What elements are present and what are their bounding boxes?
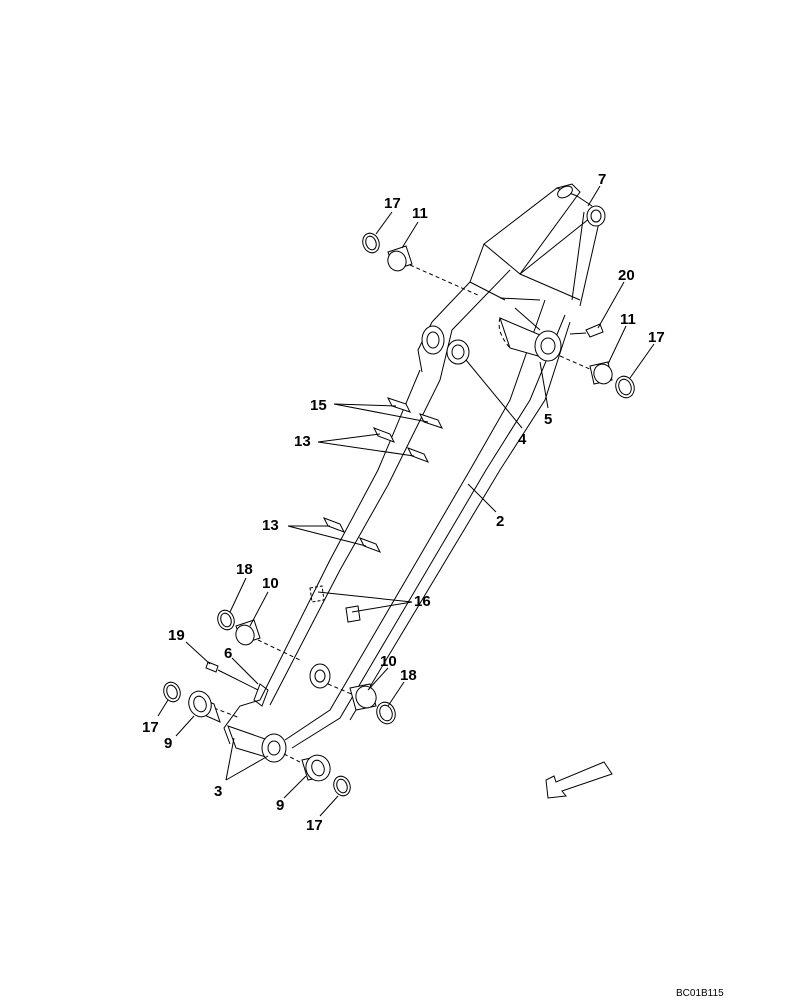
assembly-lines (213, 264, 593, 765)
callout-9: 9 (276, 797, 284, 814)
callout-9: 9 (164, 735, 172, 752)
grease-fitting-20 (569, 323, 604, 338)
flanged-bushing-9-right (301, 754, 331, 782)
callout-17: 17 (648, 329, 665, 346)
direction-arrow-icon (545, 761, 613, 799)
seal-ring-18-left (217, 609, 235, 631)
seal-ring-18-right (376, 701, 396, 725)
callout-17: 17 (142, 719, 159, 736)
callout-10: 10 (380, 653, 397, 670)
callout-11: 11 (412, 205, 428, 222)
callout-4: 4 (518, 431, 527, 448)
callout-18: 18 (236, 561, 253, 578)
callout-6: 6 (224, 645, 232, 662)
clamps-13-upper (372, 427, 430, 463)
seal-ring-17-top (362, 232, 380, 254)
callout-5: 5 (544, 411, 552, 428)
callout-2: 2 (496, 513, 504, 530)
callout-19: 19 (168, 627, 185, 644)
callout-13: 13 (262, 517, 279, 534)
callout-labels: 7 17 11 20 11 17 5 4 15 13 2 13 18 10 16… (142, 171, 665, 834)
callout-17: 17 (384, 195, 401, 212)
callout-7: 7 (598, 171, 606, 188)
bushing-11-top (387, 245, 413, 272)
bushing-10-right (349, 683, 377, 711)
seal-ring-17-bottom (333, 775, 351, 797)
callout-17: 17 (306, 817, 323, 834)
clamps-13-lower (322, 517, 382, 553)
callout-16: 16 (414, 593, 431, 610)
plates-16 (309, 585, 361, 623)
seal-ring-17-right (615, 375, 635, 399)
callout-10: 10 (262, 575, 279, 592)
flanged-bushing-9-left (188, 690, 221, 723)
clamps-15 (387, 397, 443, 429)
callout-11: 11 (620, 311, 636, 328)
figure-code: BC01B115 (676, 988, 724, 999)
callout-15: 15 (310, 397, 327, 414)
callout-20: 20 (618, 267, 635, 284)
callout-13: 13 (294, 433, 311, 450)
seal-ring-17-left (163, 681, 181, 703)
bushing-11-right (589, 361, 613, 385)
grease-fitting-19 (205, 661, 259, 691)
callout-3: 3 (214, 783, 222, 800)
callout-18: 18 (400, 667, 417, 684)
leader-lines (157, 185, 655, 817)
bushing-10-left (235, 619, 261, 646)
